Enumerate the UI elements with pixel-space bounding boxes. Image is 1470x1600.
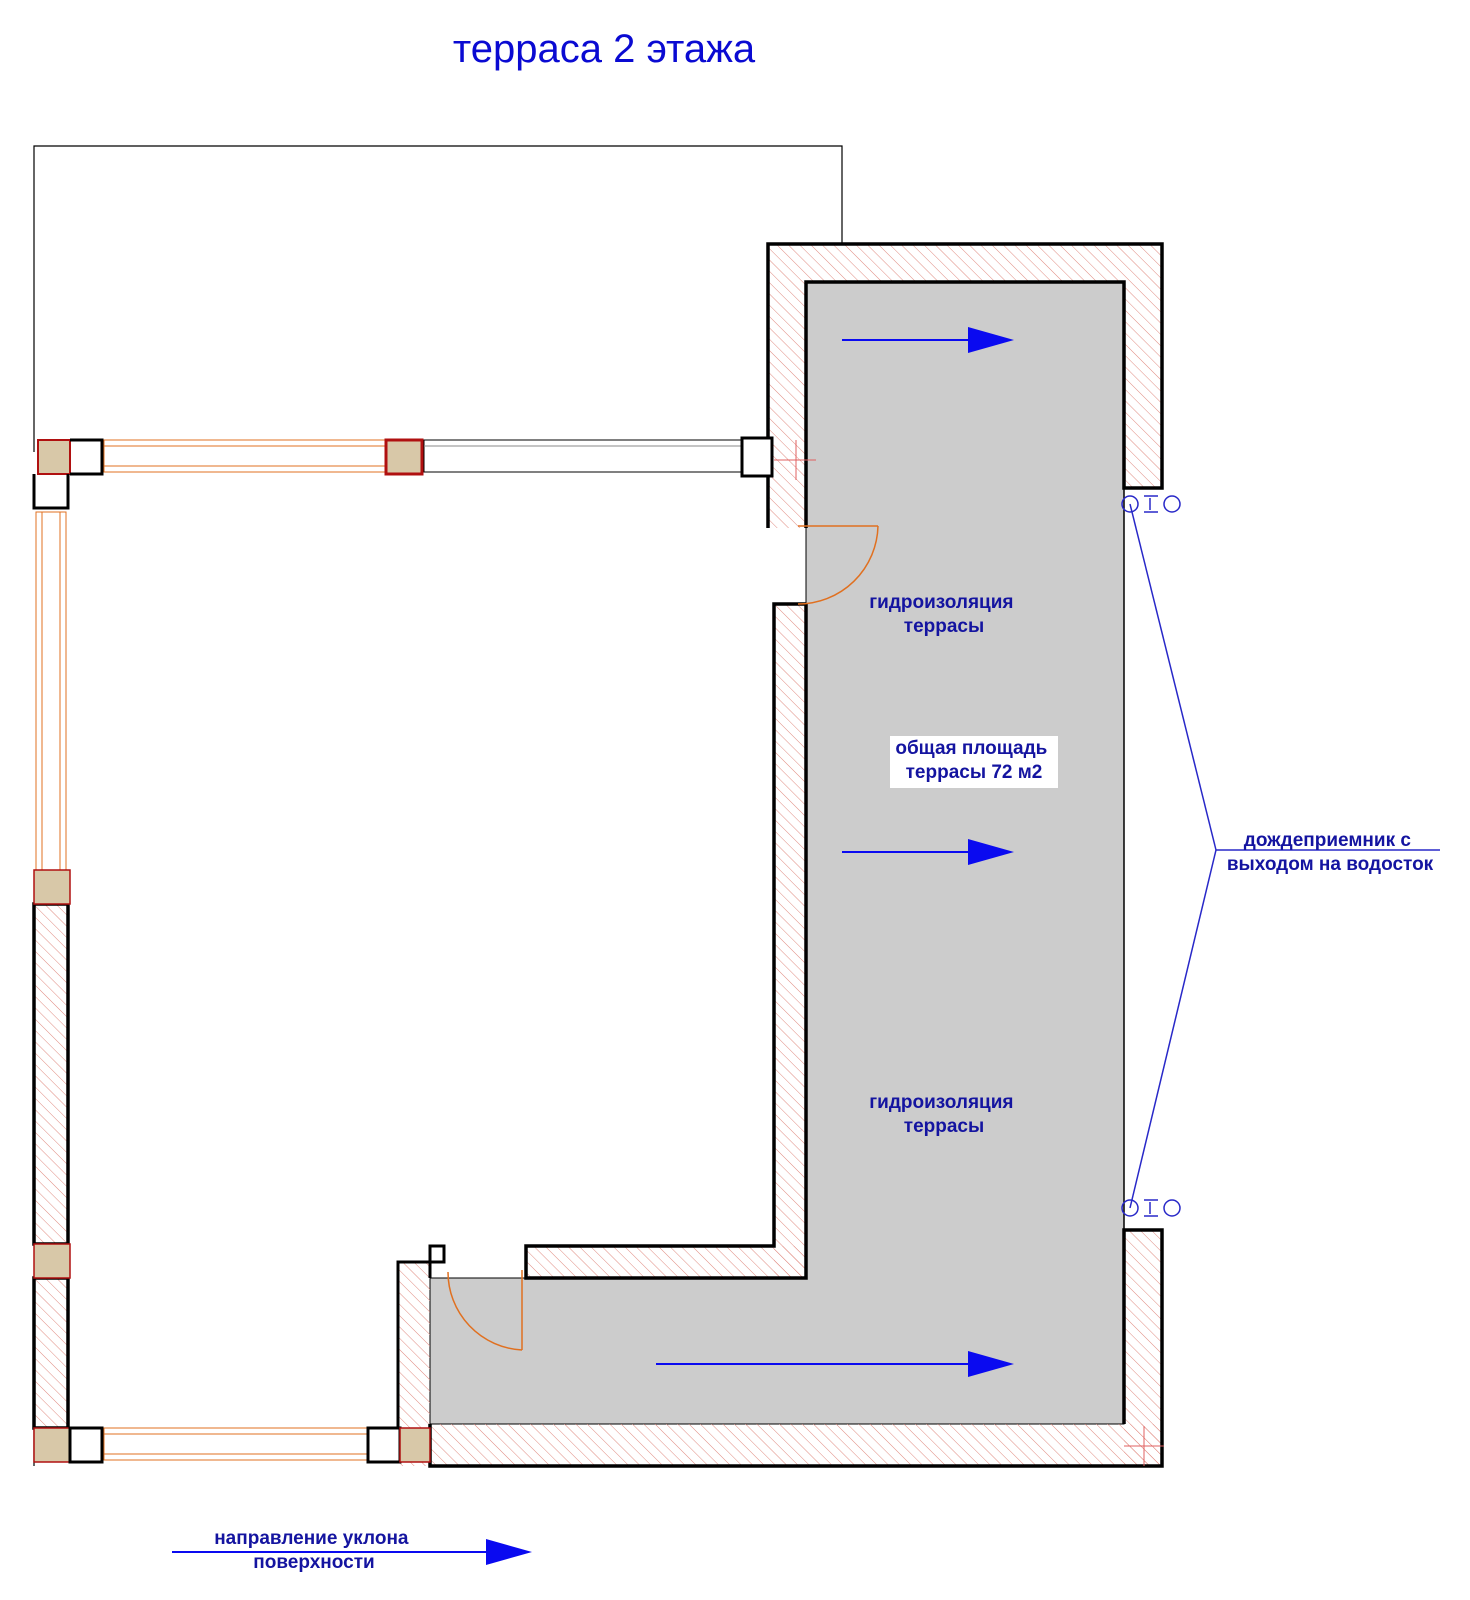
rain-inlet-upper [1121, 495, 1139, 513]
waterproofing-upper-line1: гидроизоляция [869, 592, 1013, 613]
plan-title: терраса 2 этажа [453, 27, 756, 71]
axis-marks [774, 440, 1164, 1466]
door-swings [447, 525, 879, 1351]
area-label-bg [890, 736, 1058, 788]
upper-outline [33, 145, 843, 452]
slope-direction-line2: поверхности [253, 1552, 374, 1573]
waterproofing-upper-line2: террасы [904, 616, 984, 637]
slope-direction-line1: направление уклона [214, 1528, 409, 1549]
total-area-label: общая площадь террасы 72 м2 [895, 738, 1052, 783]
rain-inlet-lower [1121, 1199, 1139, 1217]
waterproofing-label-upper: гидроизоляция террасы [869, 592, 1019, 637]
windows [35, 439, 387, 1461]
waterproofing-lower-line1: гидроизоляция [869, 1092, 1013, 1113]
upper-opening [423, 439, 743, 473]
columns [32, 436, 774, 1464]
slope-arrow-2 [968, 839, 1014, 865]
legend-slope-arrow [486, 1539, 532, 1565]
rain-inlet-label: дождеприемник с выходом на водосток [1227, 830, 1434, 875]
slope-arrow-3 [968, 1351, 1014, 1377]
rain-inlet-leaders [1129, 503, 1440, 1209]
rain-inlet-line1: дождеприемник с [1244, 830, 1412, 851]
rain-inlets [1121, 495, 1181, 1217]
total-area-line2: террасы 72 м2 [906, 762, 1043, 783]
slope-direction-label: направление уклона поверхности [214, 1528, 414, 1573]
slope-arrows [172, 327, 1014, 1565]
slope-arrow-1 [968, 327, 1014, 353]
total-area-line1: общая площадь [895, 738, 1047, 759]
rain-inlet-line2: выходом на водосток [1227, 854, 1434, 875]
waterproofing-lower-line2: террасы [904, 1116, 984, 1137]
waterproofing-label-lower: гидроизоляция террасы [869, 1092, 1019, 1137]
